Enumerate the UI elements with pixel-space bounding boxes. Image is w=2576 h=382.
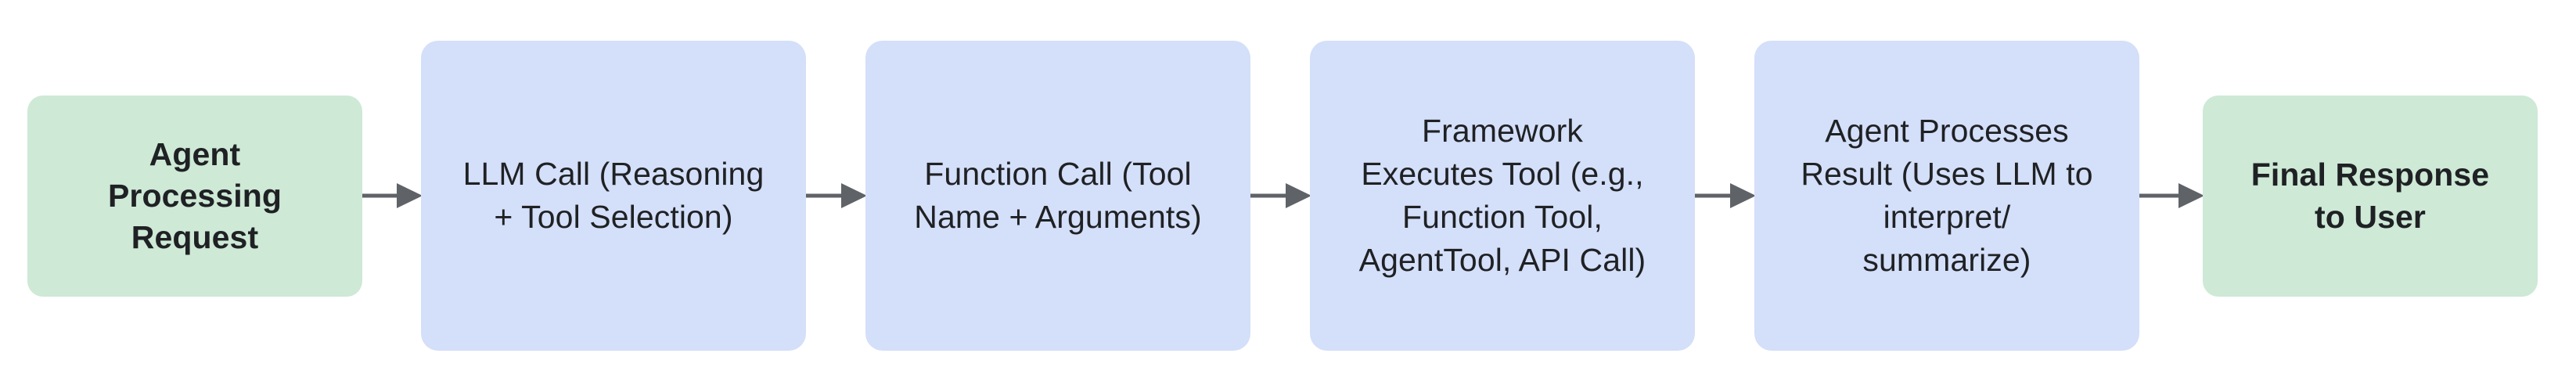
flow-node-label: Function Call (Tool Name + Arguments) xyxy=(914,156,1202,235)
flow-node-label: LLM Call (Reasoning + Tool Selection) xyxy=(462,156,765,235)
arrow-connector-n1-n2 xyxy=(806,183,867,208)
flow-node-label: Agent Processing Request xyxy=(107,135,282,256)
flow-node-llm-call[interactable]: LLM Call (Reasoning + Tool Selection) xyxy=(421,41,806,351)
arrow-connector-n0-n1 xyxy=(362,183,423,208)
flow-node-agent-processing-request[interactable]: Agent Processing Request xyxy=(27,96,362,297)
flow-node-label: Agent Processes Result (Uses LLM to inte… xyxy=(1801,113,2093,278)
flow-node-label: Final Response to User xyxy=(2250,157,2490,235)
arrow-connector-n2-n3 xyxy=(1250,183,1311,208)
flow-node-label: Framework Executes Tool (e.g., Function … xyxy=(1358,113,1646,278)
flow-node-agent-processes-result[interactable]: Agent Processes Result (Uses LLM to inte… xyxy=(1754,41,2139,351)
arrow-connector-n3-n4 xyxy=(1695,183,1756,208)
flow-node-framework-executes-tool[interactable]: Framework Executes Tool (e.g., Function … xyxy=(1310,41,1695,351)
flow-node-function-call[interactable]: Function Call (Tool Name + Arguments) xyxy=(865,41,1250,351)
flow-node-final-response-to-user[interactable]: Final Response to User xyxy=(2203,96,2538,297)
arrow-connector-n4-n5 xyxy=(2139,183,2204,208)
